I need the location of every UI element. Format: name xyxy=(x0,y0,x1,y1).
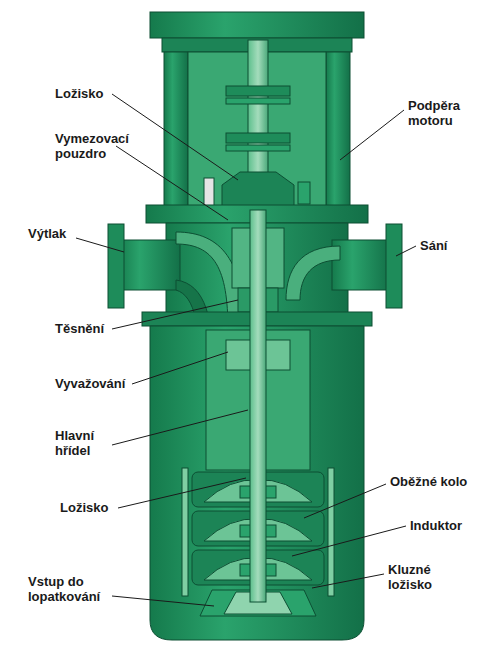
discharge-pipe xyxy=(118,240,180,290)
support-leg xyxy=(326,52,350,210)
coupling xyxy=(226,133,290,143)
motor-top-plate xyxy=(150,12,364,38)
leader-line xyxy=(76,238,124,252)
part-label: Sání xyxy=(420,238,447,253)
suction-pipe xyxy=(332,240,390,290)
leader-line xyxy=(112,596,214,606)
part-label: Ložisko xyxy=(55,86,103,101)
leader-lines xyxy=(76,94,416,606)
leader-line xyxy=(112,410,248,445)
coupling xyxy=(226,86,290,96)
leader-line xyxy=(312,574,384,588)
leader-line xyxy=(292,526,406,556)
leader-line xyxy=(112,94,238,180)
part-label: Vymezovací pouzdro xyxy=(55,131,137,161)
support-leg xyxy=(164,52,188,210)
bearing-housing xyxy=(222,172,294,210)
leader-line xyxy=(112,300,238,329)
part-label: Induktor xyxy=(410,518,462,533)
leader-line xyxy=(118,478,246,508)
leader-line xyxy=(132,352,228,384)
part-label: Těsnění xyxy=(55,321,104,336)
part-label: Ložisko xyxy=(60,500,108,515)
part-label: Vyvažování xyxy=(55,376,125,391)
part-label: Oběžné kolo xyxy=(390,474,467,489)
coupling xyxy=(226,145,290,151)
oil-cup xyxy=(298,182,310,204)
part-label: Výtlak xyxy=(28,226,66,241)
gauge xyxy=(204,178,214,206)
part-label: Vstup do lopatkování xyxy=(28,574,120,604)
suction-flange xyxy=(386,224,402,308)
coupling xyxy=(226,98,290,104)
discharge-flange xyxy=(108,224,124,308)
part-label: Kluzné ložisko xyxy=(388,562,458,592)
tie-rod xyxy=(328,468,334,596)
tie-rod xyxy=(182,468,188,596)
leader-line xyxy=(340,110,404,160)
suction-duct xyxy=(286,246,340,300)
leader-line xyxy=(116,146,228,220)
leader-line xyxy=(304,484,386,518)
part-label: Hlavní hřídel xyxy=(55,428,113,458)
leader-line xyxy=(396,246,416,256)
part-label: Podpěra motoru xyxy=(408,98,480,128)
main-shaft xyxy=(250,210,266,602)
